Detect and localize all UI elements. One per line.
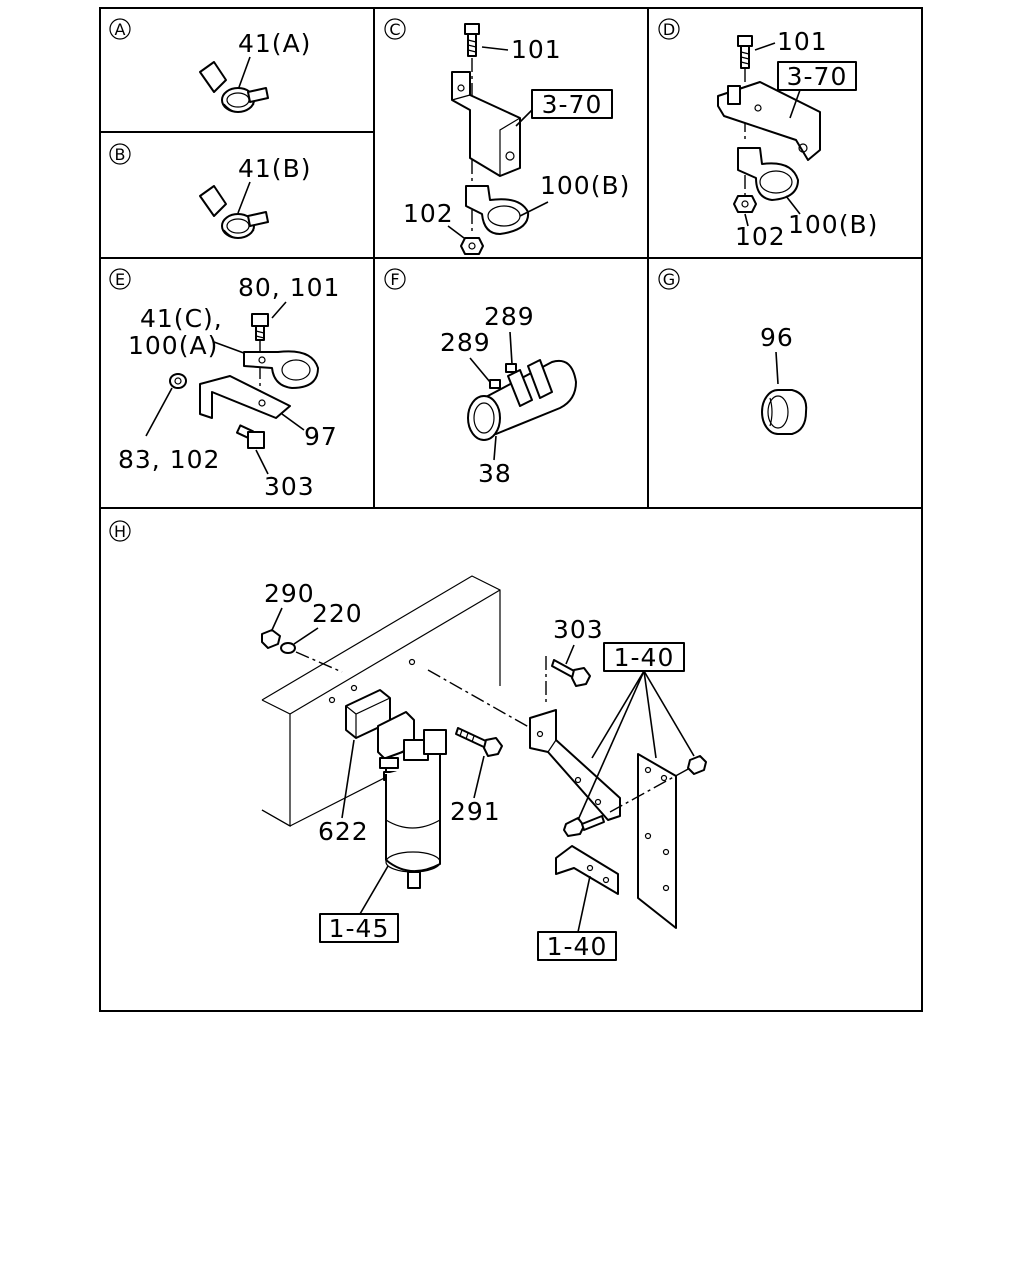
label-c-102: 102 [403,199,454,228]
hose-38 [467,359,577,441]
bolt-101-icon [464,23,480,57]
panel-c-marker [384,18,406,40]
bolt-h-lower-icon [563,815,605,837]
grommet-96-icon [761,389,808,435]
label-d-102: 102 [735,222,786,251]
bracket-1-40-upper [529,709,621,821]
nut-h-right-icon [687,755,707,775]
washer-83-icon [169,373,187,389]
nut-102-icon [460,237,484,255]
label-d-101: 101 [777,27,828,56]
label-e-41c: 41(C), [140,304,223,333]
panel-h: H 290 220 622 [109,520,707,961]
label-h-291: 291 [450,797,501,826]
wing-clamp-41a [199,61,269,113]
panel-f-letter: F [390,270,399,289]
panel-d-marker [658,18,680,40]
nut-102d-icon [733,195,757,213]
label-c-370: 3-70 [542,90,603,119]
panel-d-letter: D [663,20,675,39]
bracket-e-97 [199,375,291,419]
ref-h-140b-box [537,931,617,961]
ref-c-370-box [531,89,613,119]
panel-a-letter: A [115,20,126,39]
label-41a: 41(A) [238,29,311,58]
bolt-291-icon [455,727,503,757]
label-h-140b: 1-40 [547,932,608,961]
panel-g-marker [658,268,680,290]
panel-e-marker [109,268,131,290]
panel-g-letter: G [663,270,675,289]
panel-h-marker [109,520,131,542]
panel-a-marker [109,18,131,40]
panel-a: A 41(A) [109,18,311,113]
label-c-100b: 100(B) [540,171,630,200]
label-f-289b: 289 [440,328,491,357]
label-e-97: 97 [304,422,338,451]
leader-41b [237,181,251,214]
bolt-80-101-icon [251,313,269,341]
label-h-220: 220 [312,599,363,628]
clip-100b-c [465,185,530,235]
label-f-38: 38 [478,459,512,488]
grid-frame [99,7,923,1012]
label-e-100a: 100(A) [128,331,218,360]
clip-100b-d [737,147,799,201]
label-f-289a: 289 [484,302,535,331]
panel-h-letter: H [114,522,126,541]
bolt-101d-icon [737,35,753,69]
bolt-303e-icon [235,424,265,449]
label-d-100b: 100(B) [788,210,878,239]
wing-clamp-41b [199,185,269,239]
label-h-622: 622 [318,817,369,846]
panel-d: D 101 3-70 102 100(B) [658,18,878,251]
label-h-290: 290 [264,579,315,608]
label-e-80-101: 80, 101 [238,273,340,302]
ref-d-370-box [777,61,857,91]
panel-e-letter: E [115,270,125,289]
ref-h-145-box [319,913,399,943]
label-h-140a: 1-40 [614,643,675,672]
washer-220-icon [280,642,296,654]
panel-f-marker [384,268,406,290]
nut-290-icon [261,629,281,649]
panel-c: C 101 3-70 100(B) 102 [384,18,630,255]
bracket-1-40-lower [555,845,619,895]
panel-b: B 41(B) [109,143,311,239]
label-h-145: 1-45 [329,914,390,943]
panel-b-letter: B [115,145,126,164]
label-h-303: 303 [553,615,604,644]
label-d-370: 3-70 [787,62,848,91]
hose-clamp-2 [527,359,553,399]
panel-b-marker [109,143,131,165]
panel-c-letter: C [389,20,400,39]
bracket-c [451,71,521,177]
plate-1-40-right [637,753,677,929]
label-41b: 41(B) [238,154,311,183]
label-e-303: 303 [264,472,315,501]
leader-41a [237,56,251,91]
label-c-101: 101 [511,35,562,64]
label-e-83-102: 83, 102 [118,445,220,474]
bracket-d [717,81,821,161]
label-g-96: 96 [760,323,794,352]
panel-g: G 96 [658,268,808,435]
panel-e: E 80, 101 41(C), 100(A) 97 83, 102 303 [109,268,340,501]
panel-f: F 289 289 38 [384,268,577,488]
clip-100a-e [243,350,319,389]
bolt-303h-icon [551,659,591,687]
fuel-filter-assembly [377,711,447,889]
